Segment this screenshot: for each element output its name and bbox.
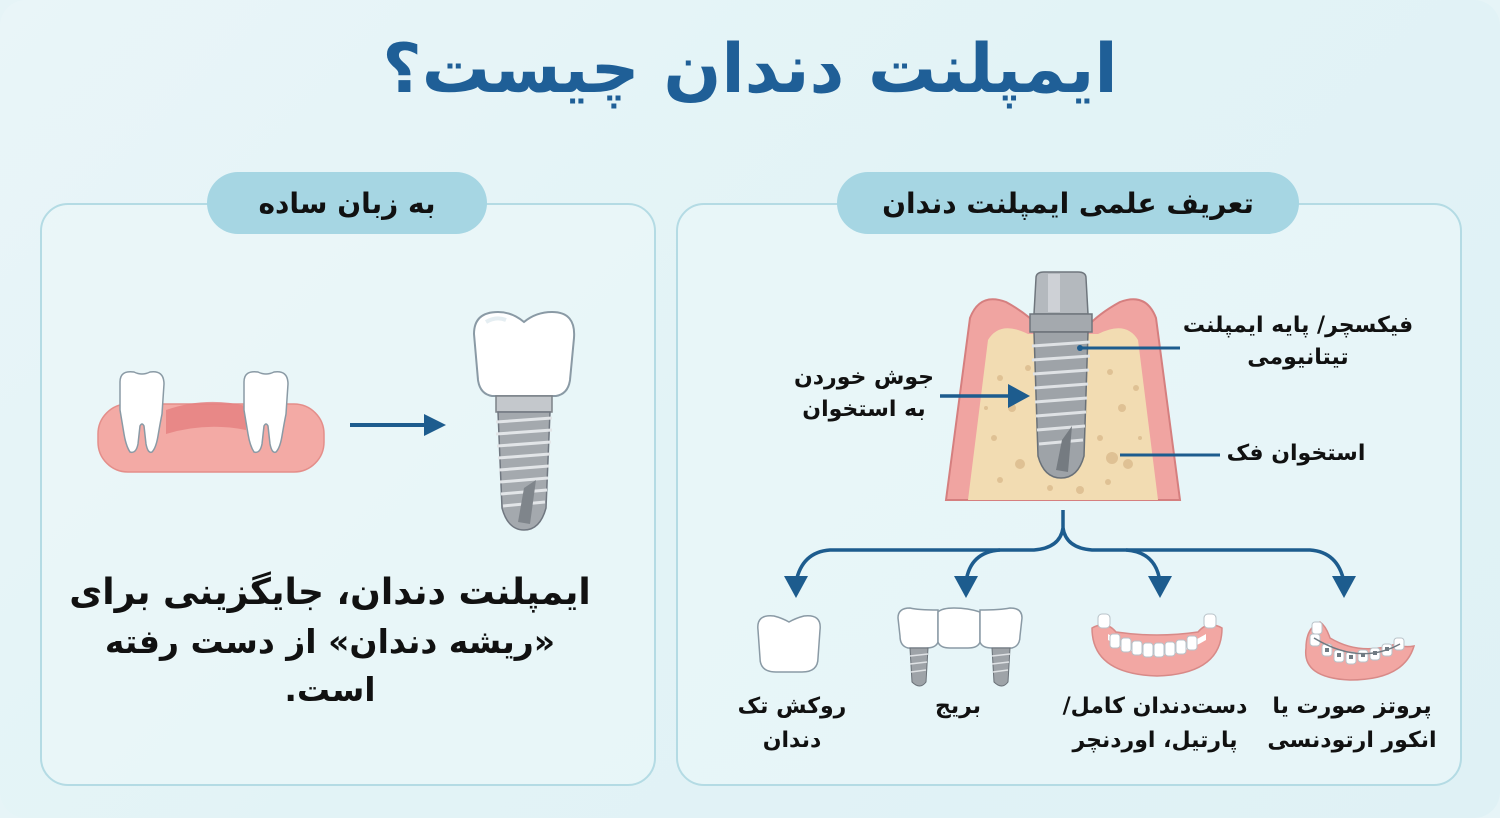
label-titanium-fixture: فیکسچر/ پایه ایمپلنت تیتانیومی: [1182, 313, 1414, 370]
option-facial-prosthesis-ortho-anchor: پروتز صورت یا انکور ارتودنسی: [1267, 694, 1437, 753]
orthodontic-anchor-icon: [1305, 621, 1416, 681]
option-bridge: بریج: [934, 694, 982, 719]
label-jaw-bone: استخوان فک: [1226, 441, 1366, 466]
scientific-definition-heading: تعریف علمی ایمپلنت دندان: [837, 172, 1299, 234]
simple-explanation-panel: [40, 203, 656, 786]
simple-explanation-caption: ایمپلنت دندان، جایگزینی برای «ریشه دندان…: [60, 568, 600, 714]
option-single-crown: روکش تک دندان: [737, 694, 847, 753]
single-crown-icon: [757, 615, 821, 673]
option-denture: دست‌دندان کامل/ پارتیل، اوردنچر: [1062, 694, 1248, 753]
missing-tooth-gum-icon: [97, 370, 325, 473]
page-title: ایمپلنت دندان چیست؟: [382, 30, 1118, 109]
denture-icon: [1091, 613, 1223, 677]
bridge-icon: [897, 607, 1023, 687]
branching-arrows: [784, 510, 1356, 598]
diagram-leader-lines: [940, 345, 1220, 457]
tooth-implant-icon: [472, 310, 576, 531]
right-arrow-icon: [350, 414, 446, 436]
caption-line-2: «ریشه دندان» از دست رفته است.: [104, 622, 556, 709]
caption-line-1: ایمپلنت دندان، جایگزینی برای: [69, 572, 591, 613]
simple-explanation-heading: به زبان ساده: [207, 172, 487, 234]
label-osseointegration: جوش خوردن به استخوان: [793, 365, 935, 422]
